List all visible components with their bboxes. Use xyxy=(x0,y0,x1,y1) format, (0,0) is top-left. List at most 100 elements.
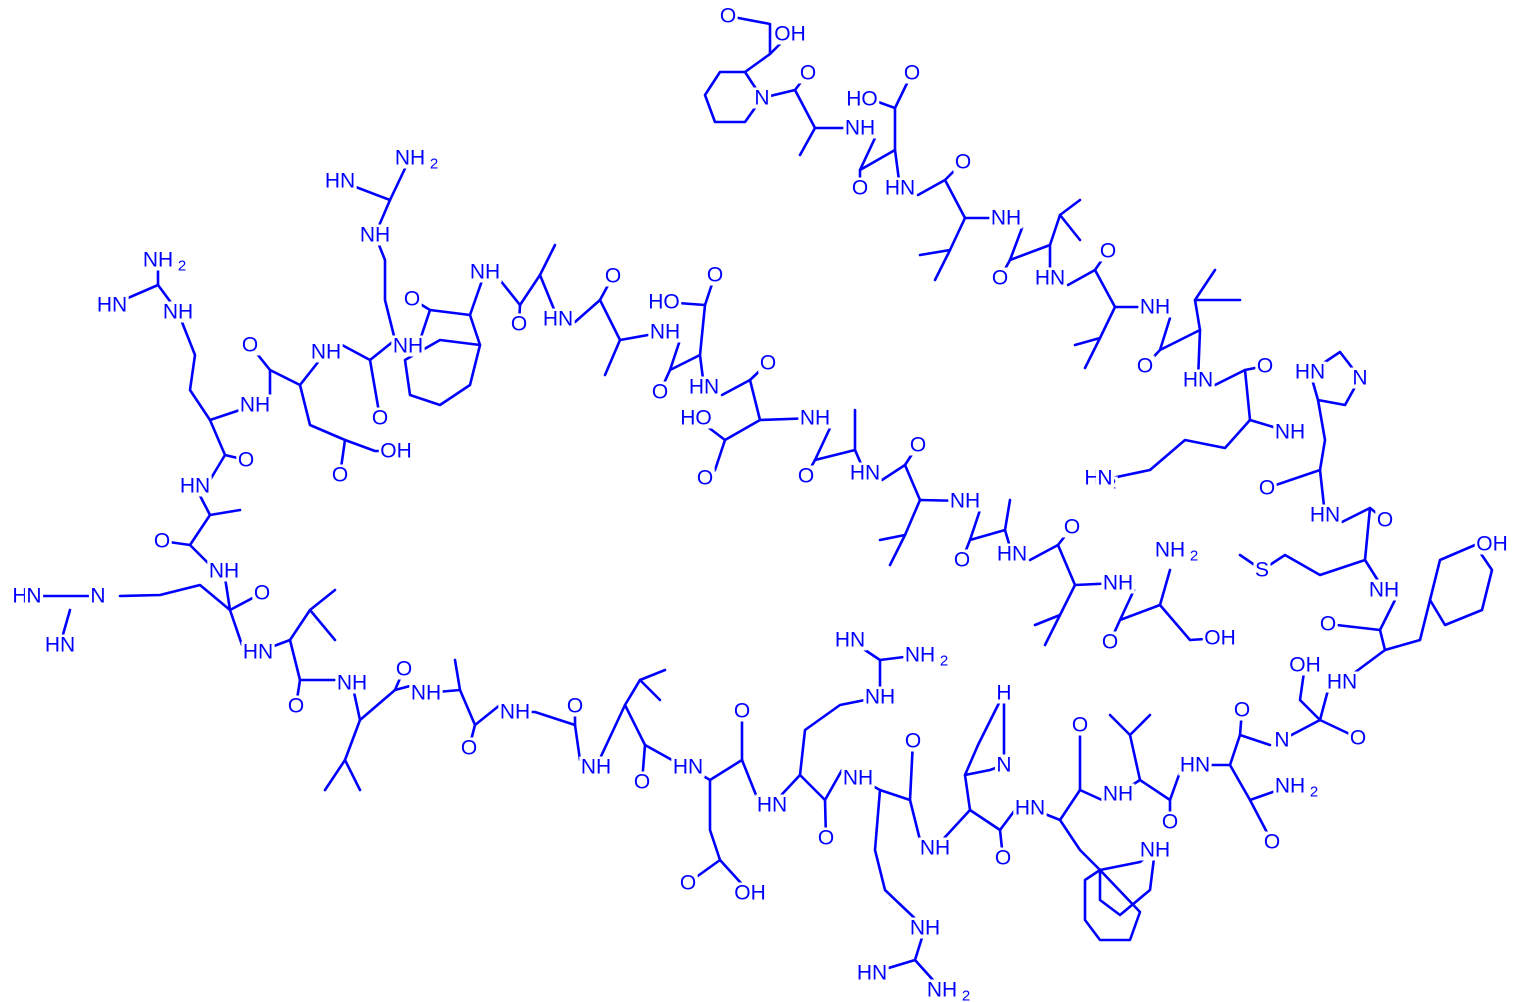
atom-text: OH xyxy=(1289,654,1321,677)
atom-text: NH xyxy=(360,224,390,247)
atom-text: O xyxy=(1264,831,1280,854)
atom-leu9-o: O xyxy=(1062,516,1082,539)
atom-his1-hn2: HN xyxy=(1308,504,1342,527)
atom-text: NH xyxy=(905,644,935,667)
atom-text: O xyxy=(818,827,834,850)
atom-val-nh: HN xyxy=(1033,267,1067,290)
atom-ser2-nh2: NH xyxy=(1153,539,1187,562)
atom-text: NH xyxy=(950,490,980,513)
atom-arg3-hn2: NH xyxy=(841,767,875,790)
atom-alaD-hn: HN xyxy=(848,462,882,485)
atom-text: O xyxy=(1072,714,1088,737)
sub-asn-sub: 2 xyxy=(1308,784,1320,801)
atom-text: HN xyxy=(180,475,210,498)
atom-text: HN xyxy=(325,170,355,193)
sub-arg1-N: N xyxy=(24,585,44,608)
atom-text: N xyxy=(996,754,1011,777)
atom-leu3-o: O xyxy=(1135,355,1155,378)
atom-leu7-hn: HN xyxy=(241,641,275,664)
atom-asp2-hn: HN xyxy=(687,376,721,399)
atom-text: O xyxy=(372,407,388,430)
atom-glu2-o: O xyxy=(732,700,752,723)
atom-text: O xyxy=(995,847,1011,870)
atom-text: NH xyxy=(845,117,875,140)
atom-text: NH xyxy=(581,756,611,779)
atom-ala2-o: O xyxy=(152,530,172,553)
atom-leu7-o: O xyxy=(286,695,306,718)
atom-ser2-oh: OH xyxy=(1202,627,1238,650)
atom-text: HN xyxy=(45,634,75,657)
atom-text: O xyxy=(697,467,713,490)
sub-ser2-sub: 2 xyxy=(1188,548,1200,565)
atom-asn-o: O xyxy=(1232,699,1252,722)
atom-arg3-hn: HN xyxy=(855,962,889,985)
atom-arg2-o: O xyxy=(816,827,836,850)
atom-text: O xyxy=(254,582,270,605)
atom-text: O xyxy=(1320,613,1336,636)
atom-text: OH xyxy=(1476,533,1508,556)
atom-text: O xyxy=(707,264,723,287)
atom-his2-o: O xyxy=(993,847,1013,870)
atom-leu6-o: O xyxy=(394,658,414,681)
atom-ala3-o: O xyxy=(459,737,479,760)
atom-text: NH xyxy=(843,767,873,790)
atom-text: O xyxy=(242,334,258,357)
atom-arg1-nh: NH xyxy=(207,560,241,583)
atom-alaC-nh: NH xyxy=(648,321,682,344)
atom-text: O xyxy=(1064,516,1080,539)
atom-arg3-nh: NH xyxy=(908,917,942,940)
sub-arg3-sub: 2 xyxy=(960,988,972,1002)
atom-text: O xyxy=(1234,699,1250,722)
atom-text: O xyxy=(396,658,412,681)
atom-text: O xyxy=(680,872,696,895)
atom-text: NH xyxy=(500,701,530,724)
atom-text: 2 xyxy=(1310,784,1318,801)
atom-text: NH xyxy=(927,979,957,1002)
atom-asp1-nh: HN xyxy=(883,177,917,200)
atom-text: O xyxy=(288,695,304,718)
atom-arg0-nh: NH xyxy=(238,394,272,417)
atom-asp2-oh: HO xyxy=(646,291,682,314)
atom-glu1-oh: OH xyxy=(378,440,414,463)
atom-his1-o: O xyxy=(1257,477,1277,500)
atom-ser1-o: O xyxy=(1348,727,1368,750)
atom-text: O xyxy=(1162,811,1178,834)
atom-text: HN xyxy=(1015,797,1045,820)
atom-text: NH xyxy=(470,261,500,284)
atom-his2-n: N xyxy=(994,754,1014,777)
atom-trp-o: O xyxy=(1070,714,1090,737)
atom-asn-o2: O xyxy=(1262,831,1282,854)
atom-text: O xyxy=(992,267,1008,290)
atom-text: O xyxy=(904,62,920,85)
atom-text: S xyxy=(1255,559,1269,582)
atom-asn-hn: HN xyxy=(1178,754,1212,777)
atom-ala4-hn: NH xyxy=(498,701,532,724)
atom-text: HN xyxy=(1295,361,1325,384)
atom-text: HN xyxy=(885,177,915,200)
atom-asp1-o: O xyxy=(902,62,922,85)
atom-glu2-oh: OH xyxy=(732,882,768,905)
atom-text: HN xyxy=(1327,671,1357,694)
atom-text: H xyxy=(12,585,27,608)
atom-ser1-nh: N xyxy=(1272,729,1292,752)
atom-leu1-nh: NH xyxy=(989,207,1023,230)
atom-text: NH xyxy=(393,335,423,358)
atom-leu2-nh: NH xyxy=(1138,296,1172,319)
atom-text: O xyxy=(910,434,926,457)
atom-text: NH xyxy=(311,341,341,364)
atom-text: 2 xyxy=(940,653,948,670)
atom-tyr-hn: HN xyxy=(1325,671,1359,694)
atom-text: O xyxy=(567,695,583,718)
atom-text: NH xyxy=(337,672,367,695)
atom-text: NH xyxy=(1155,539,1185,562)
atom-text: NH xyxy=(1369,579,1399,602)
atom-text: H xyxy=(996,682,1011,705)
atom-text: HN xyxy=(543,308,573,331)
atom-arg3-nh2: NH xyxy=(925,979,959,1002)
atom-text: HN xyxy=(689,376,719,399)
atom-text: N xyxy=(1274,729,1289,752)
atom-asp3-o: O xyxy=(758,352,778,375)
atom-text: O xyxy=(954,549,970,572)
atom-met-s: S xyxy=(1253,559,1271,582)
